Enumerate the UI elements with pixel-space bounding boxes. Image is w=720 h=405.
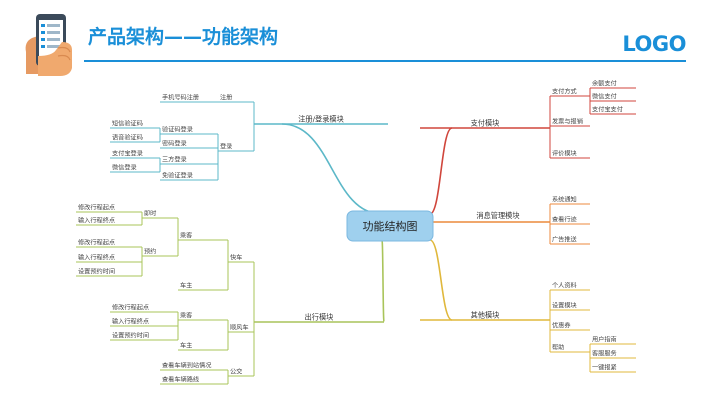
mindmap-node: 手机号码注册 [162,94,199,102]
mindmap-node: 支付模块 [471,119,500,128]
phone-in-hand-icon [25,14,72,76]
mindmap-node: 一键报紧 [592,364,617,372]
mindmap-node: 设置预约时间 [112,332,149,340]
mindmap-node: 验证码登录 [162,126,193,134]
mindmap-node: 即时 [144,210,156,218]
mindmap-node: 微信登录 [112,164,137,172]
connector-curve [281,123,383,215]
mindmap-node: 乘客 [180,312,192,320]
mindmap-node: 系统通知 [552,196,577,204]
mindmap-node: 乘客 [180,232,192,240]
mindmap-node: 输入行程终点 [78,254,115,262]
mindmap-node: 客服服务 [592,350,617,358]
connector-curve [381,239,385,323]
mindmap-node: 帮助 [552,344,564,352]
center-node [346,210,434,242]
connector-curve [429,239,453,321]
mindmap-node: 密码登录 [162,140,187,148]
mindmap-node: 发票与报销 [552,118,583,126]
mindmap-node: 余额支付 [592,80,617,88]
mindmap-node: 预约 [144,248,156,256]
mindmap-node: 其他模块 [471,311,500,320]
mindmap-node: 用户指南 [592,336,617,344]
mindmap-node: 出行模块 [305,313,334,322]
mindmap-node: 登录 [220,143,232,151]
title-underline [84,60,686,62]
mindmap-node: 输入行程终点 [78,217,115,225]
mindmap-node: 顺风车 [230,324,249,332]
mindmap-node: 车主 [180,342,192,350]
mindmap-node: 支付宝支付 [592,106,623,114]
mindmap-node: 评价模块 [552,150,577,158]
mindmap-node: 输入行程终点 [112,318,149,326]
connector-curve [429,127,453,215]
mindmap-node: 车主 [180,282,192,290]
logo: LOGO [622,32,686,56]
mindmap-node: 个人资料 [552,282,577,290]
mindmap-node: 查看行迹 [552,216,577,224]
mindmap-node: 查看车辆到站情况 [162,362,212,370]
mindmap-node: 修改行程起点 [78,204,115,212]
mindmap-node: 公交 [230,368,242,376]
mindmap-node: 设置预约时间 [78,268,115,276]
mindmap-node: 修改行程起点 [78,239,115,247]
mindmap-node: 广告推送 [552,236,578,244]
mindmap-node: 支付方式 [552,88,577,96]
mindmap-node: 设置模块 [552,302,577,310]
mindmap-node: 微信支付 [592,93,617,101]
mindmap-node: 快车 [230,254,242,262]
mindmap-node: 消息管理模块 [476,211,519,220]
mindmap-node: 优惠券 [552,322,571,330]
mindmap-node: 三方登录 [162,156,187,164]
mindmap-node: 支付宝登录 [112,150,143,158]
mindmap-node: 免验证登录 [162,172,193,180]
center-node-label: 功能结构图 [363,219,418,233]
page-title: 产品架构——功能架构 [88,26,279,48]
mindmap-node: 注册/登录模块 [298,115,344,124]
mindmap-node: 注册 [220,94,232,102]
mindmap-node: 短信验证码 [112,120,143,128]
mindmap-node: 语音验证码 [112,134,143,142]
mindmap-node: 修改行程起点 [112,304,149,312]
mindmap-node: 查看车辆路线 [162,376,199,384]
